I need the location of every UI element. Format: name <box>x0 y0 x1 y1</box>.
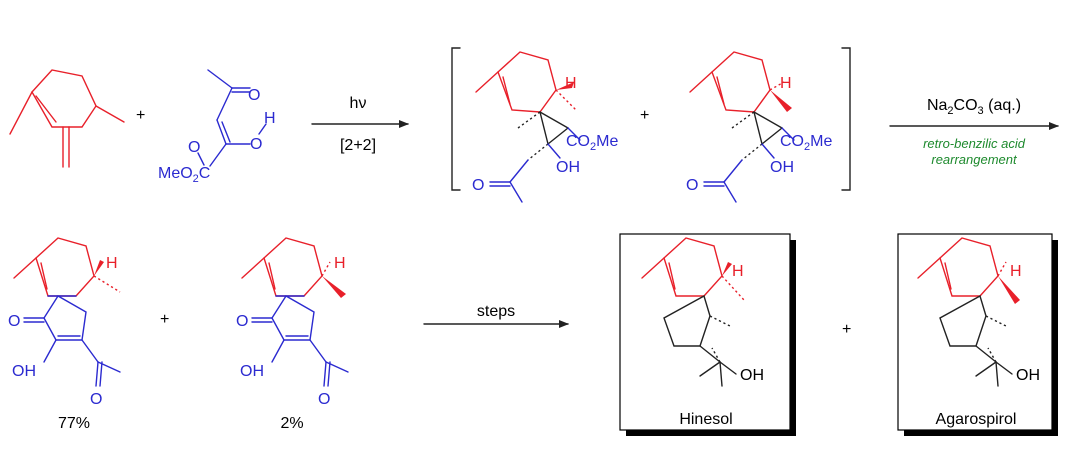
plus-sign: + <box>842 321 851 338</box>
cyclobutane-intermediate-a <box>475 51 581 203</box>
intA-OH: OH <box>556 159 580 176</box>
major-acetyl-O: O <box>90 391 102 408</box>
step1-condition: [2+2] <box>340 137 376 154</box>
enol-ketone-O: O <box>248 87 260 104</box>
step2-note-line2: rearrangement <box>931 152 1018 167</box>
major-OH: OH <box>12 363 36 380</box>
minor-H: H <box>334 255 346 272</box>
intA-ester: CO2Me <box>566 133 618 153</box>
spirodiketone-major <box>13 237 121 387</box>
intB-OH: OH <box>770 159 794 176</box>
agarospirol-box <box>897 233 1053 431</box>
intA-ketone-O: O <box>472 177 484 194</box>
plus-sign: + <box>136 107 145 124</box>
step2-note-line1: retro-benzilic acid <box>923 136 1026 151</box>
agarospirol-molecule <box>917 237 1020 387</box>
enol-ester-molecule <box>197 69 267 167</box>
ester-O-top: O <box>188 139 200 156</box>
spirodiketone-minor <box>241 237 349 387</box>
intB-ester: CO2Me <box>780 133 832 153</box>
ester-label-left: MeO2C <box>158 165 210 185</box>
step1-reagent: hν <box>350 95 367 112</box>
agarospirol-H: H <box>1010 263 1022 280</box>
intA-H: H <box>565 75 577 92</box>
bracket-left <box>451 47 461 191</box>
minor-acetyl-O: O <box>318 391 330 408</box>
step3-reagent: steps <box>477 303 515 320</box>
enol-OH-H: H <box>264 110 276 127</box>
intB-H: H <box>780 75 792 92</box>
plus-sign: + <box>640 107 649 124</box>
plus-sign: + <box>160 311 169 328</box>
minor-OH: OH <box>240 363 264 380</box>
major-ketone-O: O <box>8 313 20 330</box>
cyclobutane-intermediate-b <box>689 51 795 203</box>
hinesol-H: H <box>732 263 744 280</box>
major-H: H <box>106 255 118 272</box>
step2-reagent: Na2CO3 (aq.) <box>927 97 1021 117</box>
agarospirol-OH: OH <box>1016 367 1040 384</box>
yield-minor: 2% <box>280 415 303 432</box>
enol-OH-O: O <box>250 136 262 153</box>
agarospirol-name: Agarospirol <box>936 411 1017 428</box>
minor-ketone-O: O <box>236 313 248 330</box>
hinesol-OH: OH <box>740 367 764 384</box>
yield-major: 77% <box>58 415 90 432</box>
intB-ketone-O: O <box>686 177 698 194</box>
bracket-right <box>841 47 851 191</box>
hinesol-name: Hinesol <box>679 411 732 428</box>
hinesol-molecule <box>641 237 745 387</box>
diene-molecule <box>9 69 125 168</box>
